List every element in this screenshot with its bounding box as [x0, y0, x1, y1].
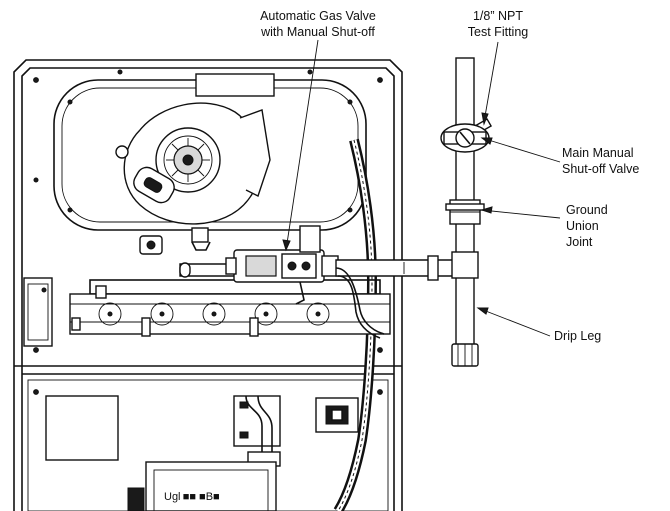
callout-labels: Automatic Gas Valve with Manual Shut-off…	[260, 9, 639, 343]
label-npt-line2: Test Fitting	[468, 25, 528, 39]
leader-drip-leg	[477, 307, 551, 337]
label-main-valve-line1: Main Manual	[562, 146, 634, 160]
inducer-motor	[115, 73, 275, 225]
leader-gas-valve	[285, 39, 319, 251]
internal-gas-pipe	[335, 255, 455, 339]
main-manual-shutoff-valve	[440, 123, 490, 153]
leader-npt	[483, 41, 499, 123]
control-board-markings: Ugl ■■ ■B■	[164, 491, 220, 503]
label-union-line2: Union	[566, 219, 599, 233]
label-drip-leg: Drip Leg	[554, 329, 601, 343]
label-main-valve-line2: Shut-off Valve	[562, 162, 639, 176]
burner-manifold	[69, 262, 391, 337]
cabinet-rivets	[33, 69, 383, 395]
junction-box	[23, 277, 53, 347]
conduit	[333, 138, 378, 511]
furnace-cabinet	[13, 59, 403, 511]
leader-union	[481, 209, 561, 219]
ground-union-joint	[445, 199, 485, 225]
leader-lines	[282, 39, 561, 337]
rollout-switch	[139, 227, 211, 255]
lower-compartment: Ugl ■■ ■B■	[45, 395, 359, 511]
label-union-line1: Ground	[566, 203, 608, 217]
automatic-gas-valve	[225, 225, 339, 305]
label-union-line3: Joint	[566, 235, 593, 249]
drip-leg-cap	[451, 343, 479, 367]
label-npt-line1: 1/8” NPT	[473, 9, 523, 23]
leader-main-valve	[481, 137, 561, 163]
external-gas-pipe	[440, 57, 493, 367]
label-gas-valve-line1: Automatic Gas Valve	[260, 9, 376, 23]
burner-ports	[98, 302, 330, 326]
label-gas-valve-line2: with Manual Shut-off	[260, 25, 375, 39]
